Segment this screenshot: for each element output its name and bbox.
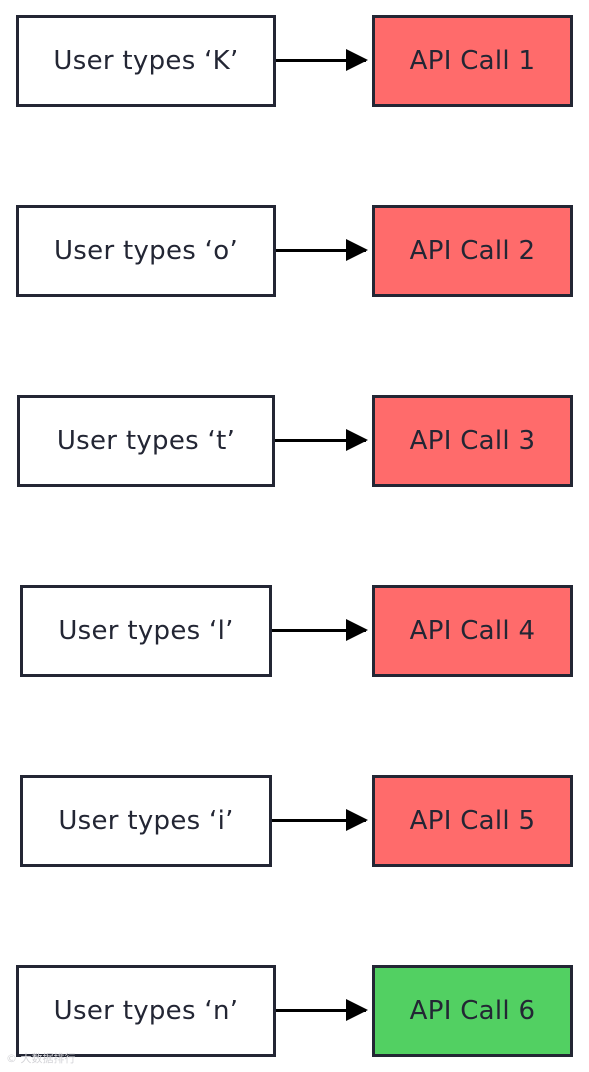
watermark: © 大数据排行 — [6, 1052, 76, 1065]
arrow-right-icon — [272, 619, 368, 641]
diagram-row-6: User types ‘n’ API Call 6 — [0, 965, 589, 1065]
api-call-label: API Call 4 — [409, 616, 536, 646]
api-call-node-3: API Call 3 — [372, 395, 580, 494]
api-call-node-4: API Call 4 — [372, 585, 580, 684]
arrow-right-icon — [272, 809, 368, 831]
input-node-5: User types ‘i’ — [20, 775, 279, 874]
api-call-node-2: API Call 2 — [372, 205, 580, 304]
diagram-row-3: User types ‘t’ API Call 3 — [0, 395, 589, 495]
api-call-node-1: API Call 1 — [372, 15, 580, 114]
input-node-6: User types ‘n’ — [16, 965, 283, 1064]
api-call-node-6: API Call 6 — [372, 965, 580, 1064]
api-call-label: API Call 1 — [409, 46, 536, 76]
input-node-label: User types ‘i’ — [58, 806, 234, 836]
api-call-label: API Call 2 — [409, 236, 536, 266]
input-node-label: User types ‘n’ — [53, 996, 239, 1026]
api-call-label: API Call 5 — [409, 806, 536, 836]
input-node-3: User types ‘t’ — [17, 395, 282, 494]
input-node-label: User types ‘l’ — [58, 616, 234, 646]
input-node-label: User types ‘o’ — [53, 236, 239, 266]
input-node-label: User types ‘t’ — [56, 426, 236, 456]
arrow-right-icon — [275, 429, 368, 451]
input-node-2: User types ‘o’ — [16, 205, 283, 304]
input-node-label: User types ‘K’ — [53, 46, 239, 76]
api-call-label: API Call 3 — [409, 426, 536, 456]
input-node-1: User types ‘K’ — [16, 15, 283, 114]
diagram-row-1: User types ‘K’ API Call 1 — [0, 15, 589, 115]
input-node-4: User types ‘l’ — [20, 585, 279, 684]
arrow-right-icon — [276, 999, 368, 1021]
diagram-row-5: User types ‘i’ API Call 5 — [0, 775, 589, 875]
api-call-node-5: API Call 5 — [372, 775, 580, 874]
arrow-right-icon — [276, 239, 368, 261]
diagram-row-2: User types ‘o’ API Call 2 — [0, 205, 589, 305]
api-call-label: API Call 6 — [409, 996, 536, 1026]
diagram-row-4: User types ‘l’ API Call 4 — [0, 585, 589, 685]
arrow-right-icon — [276, 49, 368, 71]
